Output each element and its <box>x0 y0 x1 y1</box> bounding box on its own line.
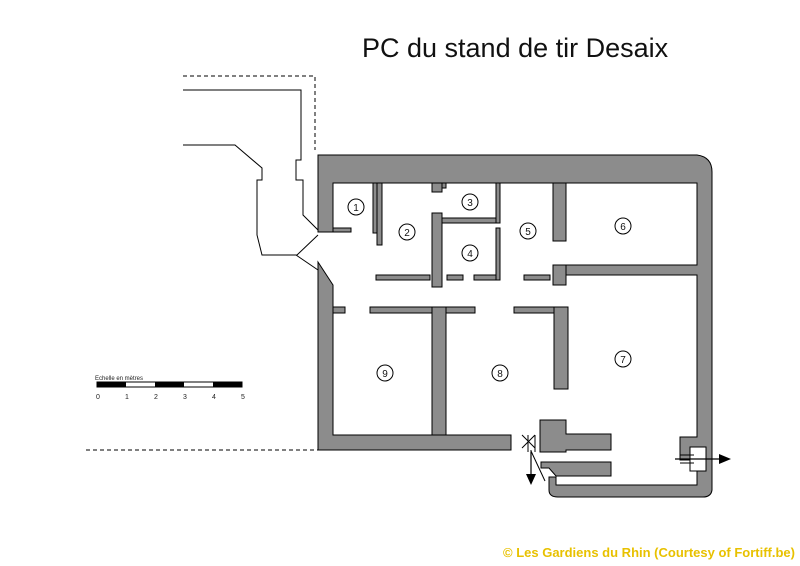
svg-text:9: 9 <box>382 369 388 380</box>
svg-text:6: 6 <box>620 222 626 233</box>
room-label-2: 2 <box>398 223 416 241</box>
scale-tick-5: 5 <box>241 394 245 401</box>
room-label-3: 3 <box>461 193 479 211</box>
svg-text:5: 5 <box>525 227 531 238</box>
copyright-credit: © Les Gardiens du Rhin (Courtesy of Fort… <box>503 545 795 560</box>
svg-text:8: 8 <box>497 369 503 380</box>
room-label-4: 4 <box>461 244 479 262</box>
entrance-arrow-east <box>675 446 731 472</box>
scale-tick-4: 4 <box>212 394 216 401</box>
room-labels: 1 2 3 4 5 6 7 8 <box>347 193 632 382</box>
scale-tick-2: 2 <box>154 394 158 401</box>
room-label-7: 7 <box>614 350 632 368</box>
scale-tick-3: 3 <box>183 394 187 401</box>
scale-tick-0: 0 <box>96 394 100 401</box>
room-label-9: 9 <box>376 364 394 382</box>
outer-walls <box>317 154 713 498</box>
scale-caption: Echelle en mètres <box>95 376 143 382</box>
room-label-8: 8 <box>491 364 509 382</box>
svg-text:2: 2 <box>404 228 410 239</box>
svg-text:4: 4 <box>467 249 473 260</box>
svg-text:7: 7 <box>620 355 626 366</box>
south-wall-stub <box>540 461 612 477</box>
south-wall-jog <box>539 419 612 453</box>
svg-text:1: 1 <box>353 203 359 214</box>
svg-text:3: 3 <box>467 198 473 209</box>
entrance-arrow-south <box>526 450 546 485</box>
scale-tick-1: 1 <box>125 394 129 401</box>
plan-title: PC du stand de tir Desaix <box>362 33 669 63</box>
adjacent-structure-outline <box>86 75 319 451</box>
scale-bar: Echelle en mètres 0 1 2 3 4 5 <box>95 376 245 401</box>
room-label-1: 1 <box>347 198 365 216</box>
room-label-5: 5 <box>519 222 537 240</box>
room-label-6: 6 <box>614 217 632 235</box>
interior-walls <box>332 182 569 436</box>
